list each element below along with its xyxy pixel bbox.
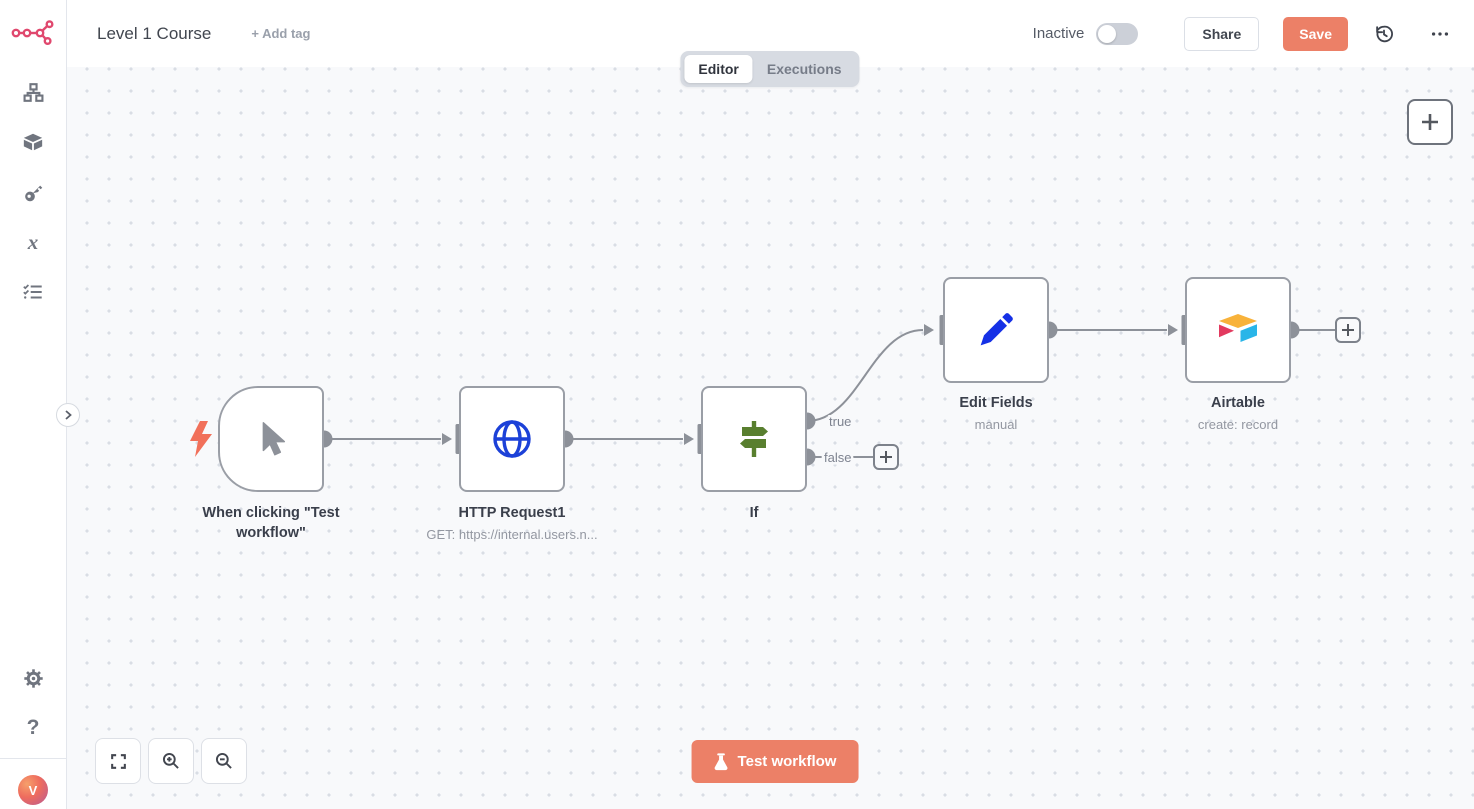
history-icon [1376,25,1393,42]
zoom-in-button[interactable] [148,738,194,784]
activation-toggle[interactable] [1096,22,1139,45]
user-avatar[interactable]: V [18,775,48,805]
sidebar-nav: x [21,80,45,304]
list-check-icon [23,284,42,299]
sidebar-item-templates[interactable] [21,130,45,154]
signpost-icon [740,421,768,457]
box-icon [23,133,43,151]
gear-icon [23,668,43,688]
sitemap-icon [23,82,43,102]
sidebar-item-executions[interactable] [21,280,45,304]
zoom-in-icon [162,752,179,769]
workflow-history-button[interactable] [1372,22,1396,46]
arrowhead [924,324,934,336]
flask-icon [714,752,728,770]
node-airtable[interactable] [1185,277,1291,383]
sidebar-item-variables[interactable]: x [21,230,45,254]
plus-icon [880,451,892,463]
test-workflow-label: Test workflow [737,753,837,770]
sidebar-item-credentials[interactable] [21,180,45,204]
user-initial: V [28,782,38,798]
branch-label-true: true [829,414,851,429]
zoom-to-fit-icon [110,753,126,769]
tab-editor[interactable]: Editor [684,55,753,83]
user-section: V [0,758,67,809]
sidebar-bottom: ? [21,666,45,758]
settings-gear-icon[interactable] [21,666,45,690]
activation-status-label: Inactive [1032,25,1085,42]
sidebar-item-workflows[interactable] [21,80,45,104]
zoom-out-button[interactable] [201,738,247,784]
airtable-icon [1219,314,1257,342]
header-actions: Inactive Share Save [1032,16,1452,51]
arrowhead [442,433,452,445]
plus-icon [1422,114,1438,130]
add-node-after-if-false-button[interactable] [873,444,899,470]
expand-sidebar-button[interactable] [56,403,80,427]
node-if[interactable] [701,386,807,492]
trigger-bolt-icon [190,421,212,457]
open-nodes-panel-button[interactable] [1407,99,1453,145]
zoom-out-icon [215,752,232,769]
pencil-icon [980,313,1013,346]
toggle-knob [1098,24,1117,43]
arrowhead [684,433,694,445]
workflow-title[interactable]: Level 1 Course [97,23,212,43]
add-tag-button[interactable]: + Add tag [251,26,311,41]
node-manual-trigger[interactable] [218,386,324,492]
arrowhead [1168,324,1178,336]
save-button[interactable]: Save [1283,16,1348,51]
add-node-after-airtable-button[interactable] [1335,317,1361,343]
n8n-logo-icon[interactable] [11,14,55,52]
test-workflow-button[interactable]: Test workflow [691,740,859,783]
connection-if-true-edit[interactable] [806,329,924,422]
chevron-right-icon [65,410,72,420]
key-icon [24,185,42,201]
sidebar: x [0,0,67,809]
help-icon[interactable]: ? [21,716,45,740]
canvas-zoom-controls [95,738,247,784]
globe-icon [493,420,531,458]
more-options-button[interactable] [1428,22,1452,46]
tab-executions[interactable]: Executions [766,61,842,77]
cursor-arrow-icon [262,422,286,456]
share-button[interactable]: Share [1184,16,1260,51]
plus-icon [1342,324,1354,336]
workflow-canvas[interactable]: true false When clicking "Test workflow" [67,67,1474,809]
question-mark-icon: ? [26,716,40,739]
branch-label-false: false [824,450,851,465]
ellipsis-icon [1431,31,1449,36]
node-edit-fields[interactable] [943,277,1049,383]
zoom-to-fit-button[interactable] [95,738,141,784]
node-http-request[interactable] [459,386,565,492]
view-tabs: Editor Executions [680,51,860,87]
variables-x-icon: x [27,229,39,254]
